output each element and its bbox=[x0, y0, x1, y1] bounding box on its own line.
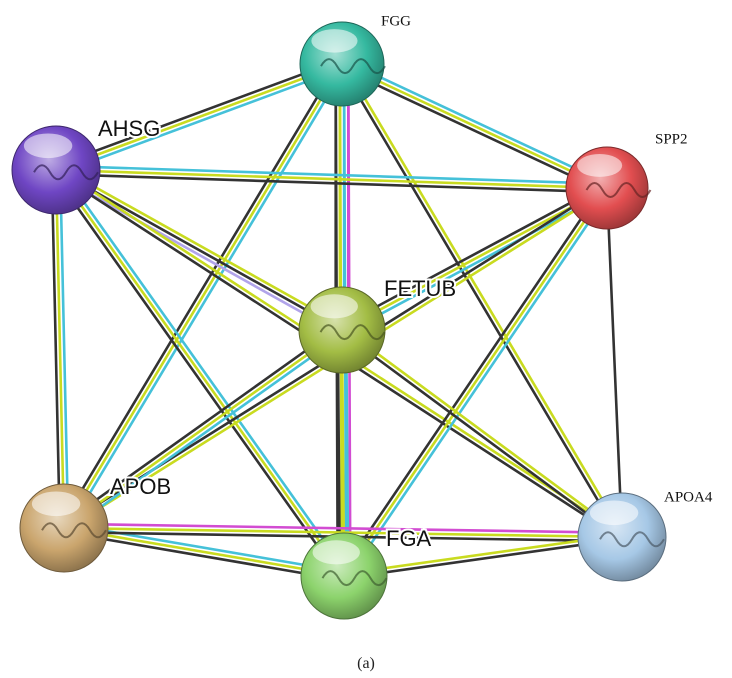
node-layer bbox=[11, 21, 667, 620]
edge-line-database bbox=[58, 166, 349, 575]
node-highlight bbox=[589, 500, 639, 526]
node-label-fetub: FETUB bbox=[384, 276, 456, 301]
edge-fetub-apoa4 bbox=[339, 327, 625, 540]
edge-line-coexpression bbox=[51, 171, 342, 580]
edge-line-textmining bbox=[62, 526, 624, 539]
edge-fgg-apoa4 bbox=[338, 61, 626, 540]
edge-fetub-apob bbox=[60, 325, 346, 533]
edge-line-textmining bbox=[342, 61, 626, 538]
edge-line-textmining bbox=[340, 62, 609, 190]
edge-line-textmining bbox=[56, 165, 346, 328]
edge-line-database bbox=[66, 64, 347, 532]
edge-ahsg-apob bbox=[50, 168, 70, 530]
protein-structure-icon bbox=[33, 164, 99, 181]
edge-line-database bbox=[342, 58, 611, 186]
node-label-fga: FGA bbox=[386, 526, 432, 551]
edge-line-coexpression bbox=[61, 530, 345, 582]
edge-line-textmining bbox=[62, 526, 346, 578]
protein-structure-icon bbox=[319, 324, 386, 341]
edge-line-coexpression bbox=[59, 60, 340, 528]
node-highlight bbox=[31, 491, 81, 517]
edge-line-coexpression bbox=[50, 168, 62, 530]
edge-line-textmining bbox=[54, 62, 344, 172]
edge-line-experimental bbox=[62, 522, 624, 535]
edge-spp2-apoa4 bbox=[605, 186, 624, 539]
edge-line-textmining bbox=[342, 186, 609, 578]
edge-line-coexpression bbox=[339, 330, 623, 540]
protein-structure-icon bbox=[321, 570, 388, 587]
edge-line-textmining bbox=[54, 168, 66, 530]
node-highlight bbox=[310, 294, 358, 319]
edge-spp2-fga bbox=[339, 184, 612, 580]
node-label-apob: APOB bbox=[110, 474, 171, 499]
edge-line-database bbox=[54, 164, 609, 186]
node-fetub[interactable] bbox=[298, 286, 386, 374]
node-apob[interactable] bbox=[19, 483, 109, 573]
edge-line-homology bbox=[52, 172, 342, 335]
edge-line-coexpression bbox=[54, 172, 609, 194]
node-apoa4[interactable] bbox=[577, 492, 667, 582]
edge-line-textmining bbox=[62, 62, 344, 530]
protein-structure-icon bbox=[585, 182, 652, 199]
edge-line-coexpression bbox=[53, 58, 342, 168]
edge-fgg-spp2 bbox=[338, 58, 611, 194]
edge-line-coexpression bbox=[338, 66, 607, 194]
node-highlight bbox=[312, 540, 360, 565]
node-label-fgg: FGG bbox=[381, 13, 411, 29]
edge-layer bbox=[50, 58, 626, 582]
edge-ahsg-fetub bbox=[52, 165, 346, 335]
edge-line-textmining bbox=[342, 533, 624, 576]
node-ahsg[interactable] bbox=[11, 125, 101, 215]
edge-line-coexpression bbox=[605, 186, 624, 539]
edge-line-coexpression bbox=[338, 182, 607, 328]
edge-line-coexpression bbox=[342, 537, 624, 580]
figure-caption: (a) bbox=[357, 655, 375, 672]
protein-structure-icon bbox=[599, 531, 665, 548]
edge-ahsg-fga bbox=[51, 166, 349, 580]
edge-fgg-ahsg bbox=[53, 58, 345, 176]
edge-line-textmining bbox=[341, 327, 625, 537]
edge-fgg-apob bbox=[59, 60, 347, 532]
edge-ahsg-spp2 bbox=[54, 164, 609, 194]
edge-line-textmining bbox=[54, 168, 609, 190]
edge-line-database bbox=[56, 66, 345, 176]
edge-line-textmining bbox=[54, 168, 346, 578]
edge-line-coexpression bbox=[60, 325, 341, 526]
edge-fga-apoa4 bbox=[342, 533, 624, 580]
edge-line-textmining bbox=[62, 328, 344, 530]
edge-line-database bbox=[65, 332, 346, 533]
node-highlight bbox=[577, 153, 623, 177]
edge-line-coexpression bbox=[339, 184, 605, 575]
protein-structure-icon bbox=[41, 522, 107, 539]
protein-structure-icon bbox=[320, 58, 386, 75]
node-highlight bbox=[23, 133, 73, 159]
node-fga[interactable] bbox=[300, 532, 388, 620]
node-spp2[interactable] bbox=[565, 146, 652, 230]
node-fgg[interactable] bbox=[299, 21, 386, 107]
edge-line-coexpression bbox=[338, 63, 622, 540]
edge-line-coexpression bbox=[54, 168, 344, 332]
node-label-ahsg: AHSG bbox=[98, 116, 160, 141]
node-label-apoa4: APOA4 bbox=[664, 489, 713, 505]
node-highlight bbox=[311, 29, 358, 53]
edge-line-database bbox=[58, 168, 70, 530]
edge-line-database bbox=[346, 189, 612, 580]
node-label-spp2: SPP2 bbox=[655, 131, 688, 147]
